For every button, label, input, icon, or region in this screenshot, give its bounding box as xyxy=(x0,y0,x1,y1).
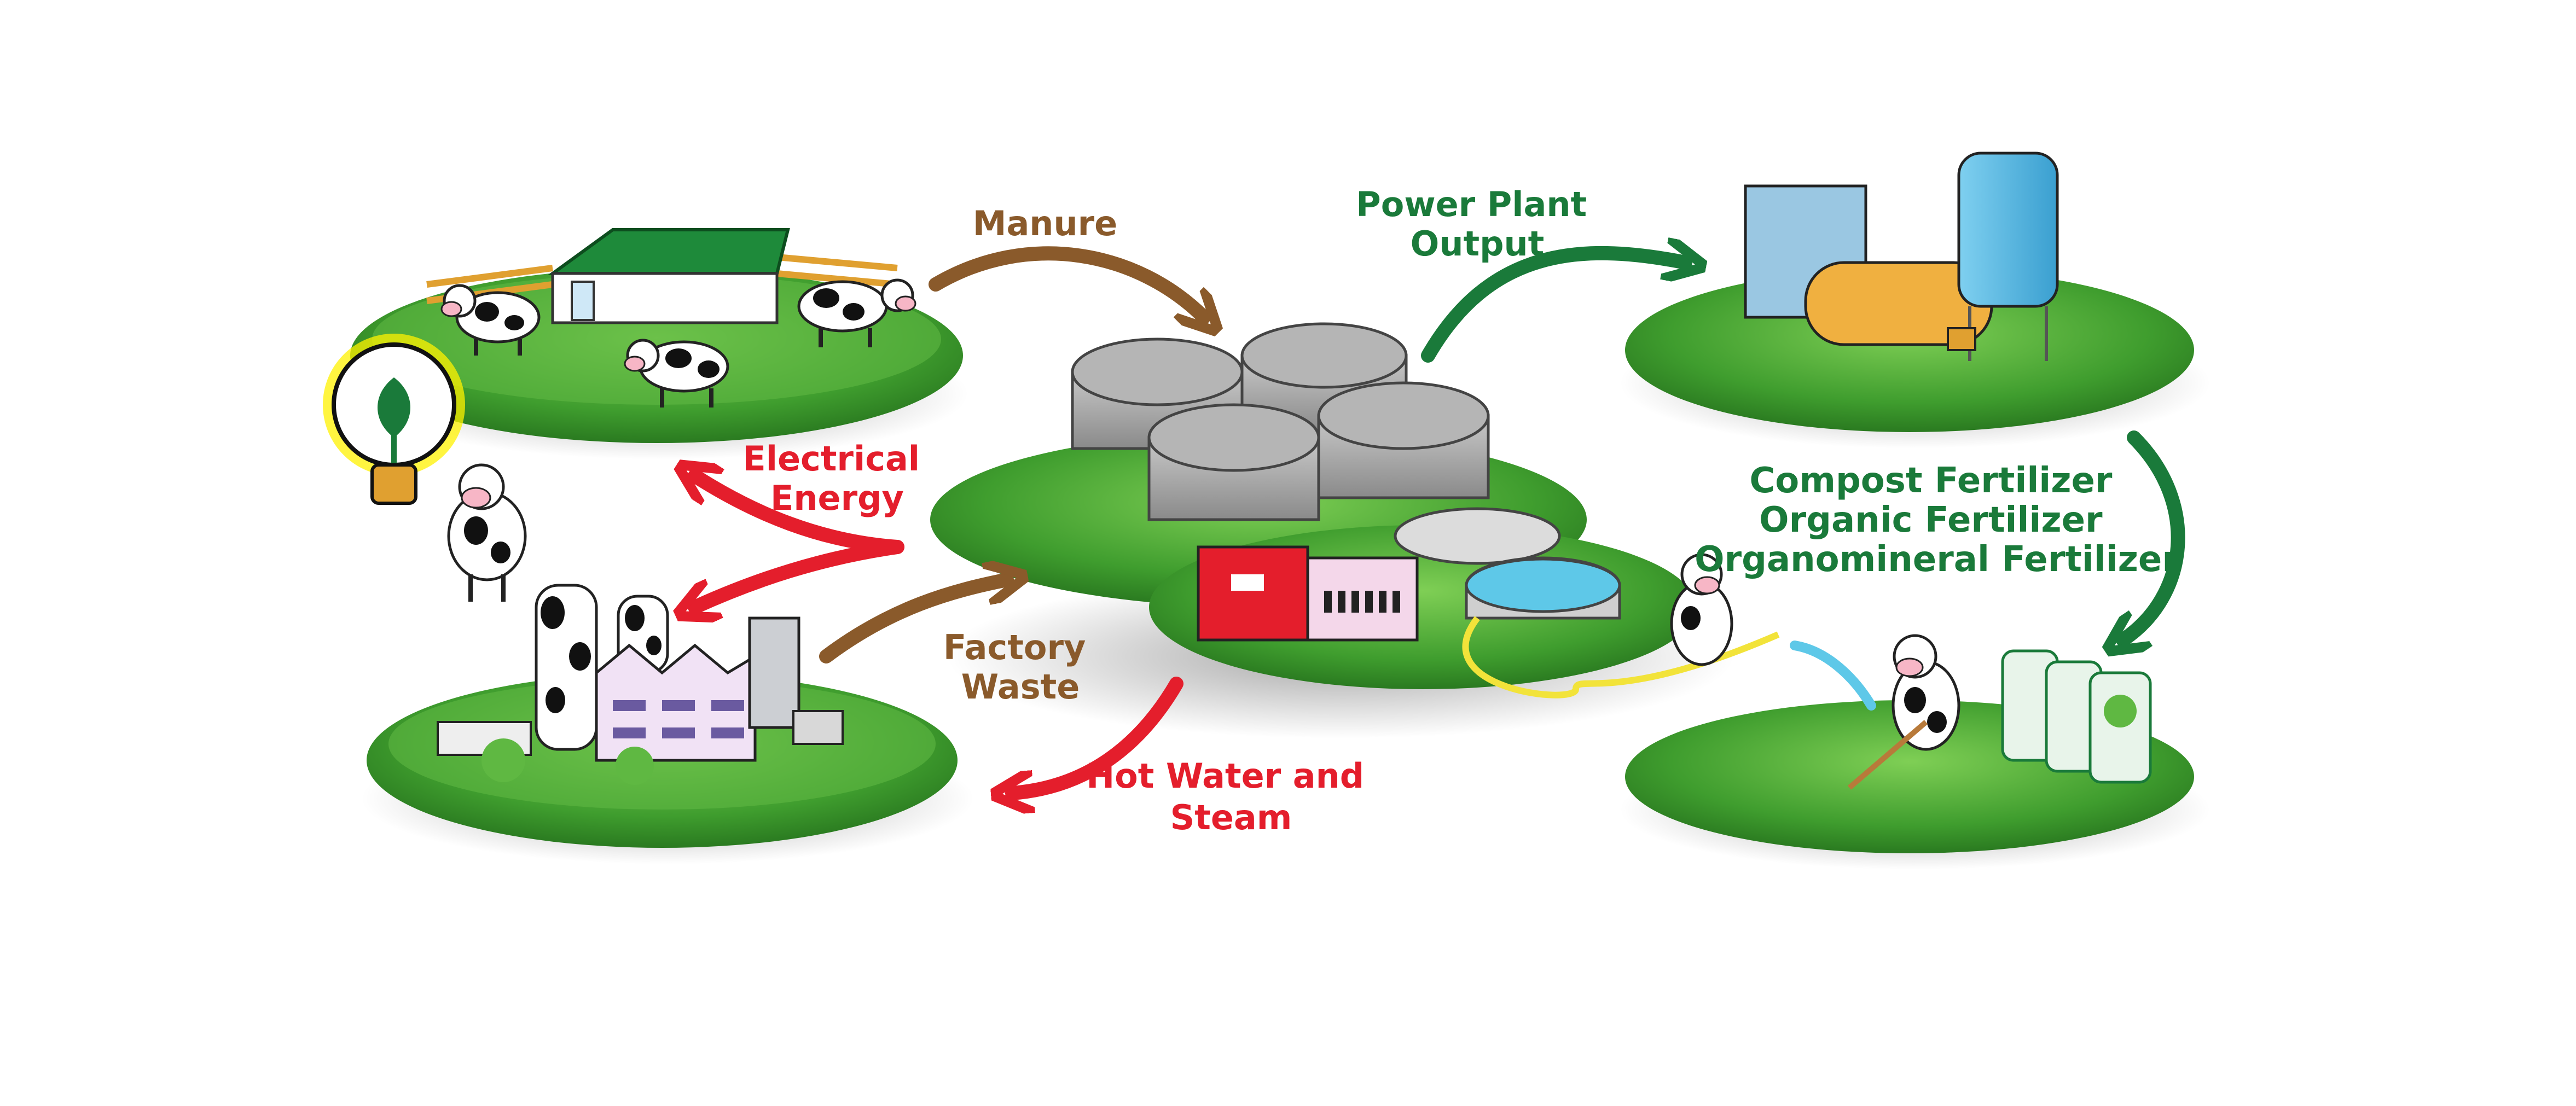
electrical-energy-label: Electrical Energy xyxy=(742,439,931,518)
digester-dome-icon xyxy=(1147,403,1320,521)
electrical-energy-arrow-up xyxy=(695,476,904,554)
water-hose xyxy=(1462,616,1780,698)
cow-icon xyxy=(440,284,541,356)
factory-icon xyxy=(437,584,844,785)
manure-arrow xyxy=(929,246,1204,317)
power-generator-icon xyxy=(1744,152,2059,361)
digester-dome-icon xyxy=(1317,381,1490,499)
hot-water-label: Hot Water and Steam xyxy=(1086,756,1376,837)
barn-icon xyxy=(547,228,790,324)
hot-water-line1: Hot Water and xyxy=(1086,756,1364,796)
lightbulb-icon xyxy=(323,334,465,505)
fertilizer-island xyxy=(1620,553,2211,870)
treatment-tank-icon xyxy=(1394,507,1621,620)
manure-label: Manure xyxy=(973,203,1117,243)
fertilizer-bags-icon xyxy=(2001,649,2152,784)
cow-icon xyxy=(1670,553,1733,666)
cow-icon xyxy=(624,339,729,408)
fertilizer-line3: Organomineral Fertilizer xyxy=(1695,539,2179,580)
factory-waste-label: Factory Waste xyxy=(943,627,1098,707)
fertilizer-line2: Organic Fertilizer xyxy=(1759,500,2103,540)
biogas-plant-island xyxy=(930,322,1780,738)
power-plant-output-line1: Power Plant xyxy=(1356,184,1587,224)
cow-icon xyxy=(1847,634,1960,790)
generator-building-icon xyxy=(1197,545,1419,642)
water-spray xyxy=(1790,641,1876,711)
electrical-energy-line2: Energy xyxy=(770,478,904,518)
factory-waste-line2: Waste xyxy=(961,667,1080,707)
hot-water-arrow xyxy=(1012,677,1183,793)
dairy-farm-island xyxy=(350,228,968,459)
fertilizer-line1: Compost Fertilizer xyxy=(1749,461,2113,501)
electrical-energy-line1: Electrical xyxy=(742,439,920,479)
cow-icon xyxy=(447,463,527,602)
power-plant-output-label: Power Plant Output xyxy=(1356,184,1598,264)
hot-water-line2: Steam xyxy=(1170,798,1292,837)
power-plant-output-line2: Output xyxy=(1411,224,1545,264)
factory-waste-line1: Factory xyxy=(943,627,1086,667)
factory-island xyxy=(361,584,974,864)
power-plant-island xyxy=(1620,152,2211,449)
fertilizer-types-label: Compost Fertilizer Organic Fertilizer Or… xyxy=(1695,461,2179,580)
fertilizer-flow-arrow xyxy=(2123,430,2185,640)
power-plant-output-arrow xyxy=(1421,253,1685,363)
factory-waste-arrow xyxy=(819,580,1007,663)
electrical-energy-arrow-down xyxy=(695,540,904,607)
cow-icon xyxy=(797,278,916,347)
